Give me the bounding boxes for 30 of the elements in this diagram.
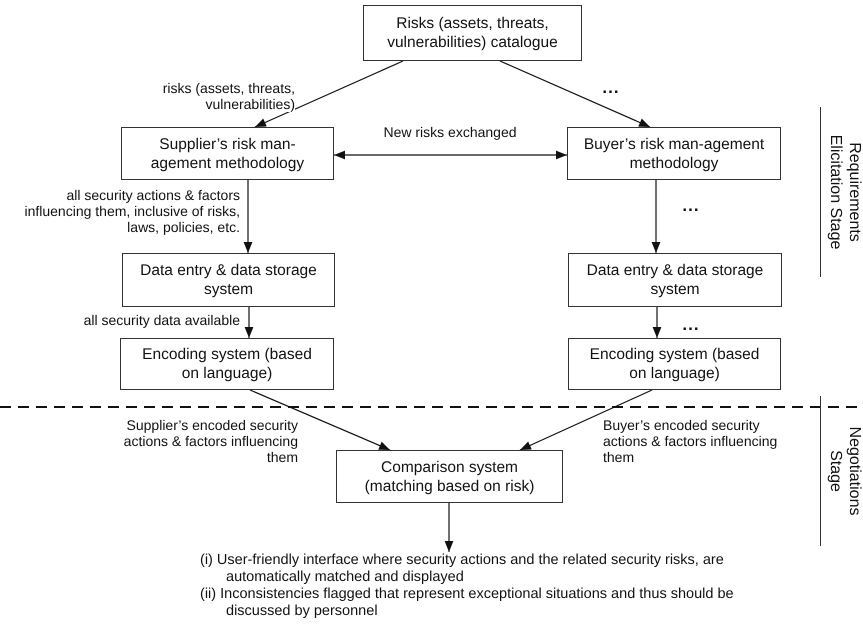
arrow (254, 60, 404, 128)
process-box (568, 338, 781, 390)
arrow (334, 150, 567, 160)
arrow (500, 60, 650, 128)
box-text: Comparison system (matching based on risk) (364, 458, 536, 496)
arrow (652, 180, 660, 253)
outcome-item: (ii) Inconsistencies flagged that represent exceptional situations and thus should be discussed by personnel (200, 586, 735, 620)
box-text: Encoding system (based on language) (141, 345, 313, 383)
arrow (244, 180, 252, 253)
process-box (122, 253, 335, 307)
arrow (652, 307, 662, 338)
stage-label: Requirements Elicitation Stage (820, 107, 863, 277)
arrow (250, 389, 390, 451)
arrow (444, 503, 454, 552)
box-text: Supplier’s risk man-agement methodology (150, 134, 306, 172)
box-text: Buyer’s risk man-agement methodology (582, 134, 766, 172)
process-box (568, 253, 782, 307)
box-text: Data entry & data storage system (586, 261, 764, 299)
stage-label: Negotiations Stage (820, 396, 863, 546)
process-box (120, 338, 334, 390)
box-text: Data entry & data storage system (139, 261, 318, 299)
process-box (567, 127, 781, 180)
outcome-item: (i) User-friendly interface where security actions and the related security risks, are automatically matched and displayed (200, 552, 725, 586)
box-text: Encoding system (based on language) (588, 345, 760, 383)
arrow (244, 307, 254, 338)
process-box (336, 450, 563, 503)
process-box (121, 127, 334, 180)
box-text: Risks (assets, threats, vulnerabilities) catalogue (386, 14, 559, 52)
process-box (363, 5, 582, 61)
arrow (520, 389, 652, 451)
